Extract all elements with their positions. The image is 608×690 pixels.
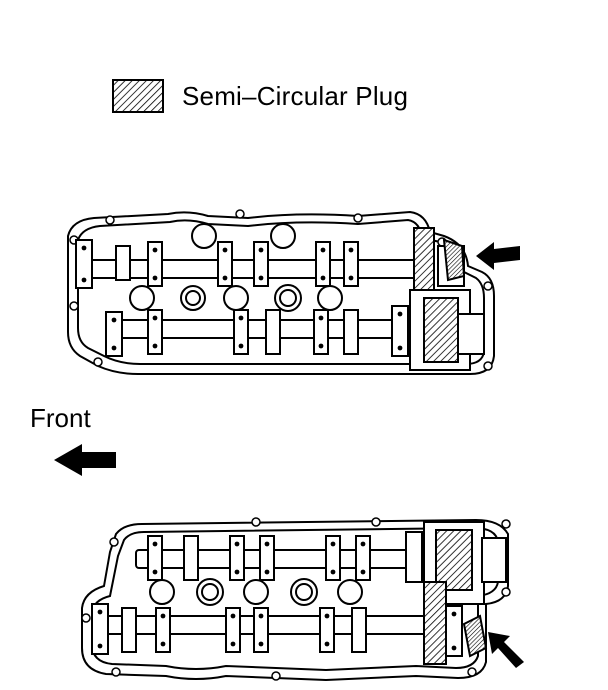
hatched-swatch-icon [112, 79, 164, 113]
cylinder-head-top [67, 209, 495, 375]
cylinder-head-bottom [81, 517, 511, 682]
plug-pointer-arrow-icon [488, 632, 524, 668]
front-label: Front [30, 403, 91, 433]
legend: Semi–Circular Plug [112, 76, 408, 116]
plug-pointer-arrow-icon [476, 242, 520, 270]
legend-label: Semi–Circular Plug [182, 80, 409, 111]
left-arrow-icon [54, 444, 116, 476]
